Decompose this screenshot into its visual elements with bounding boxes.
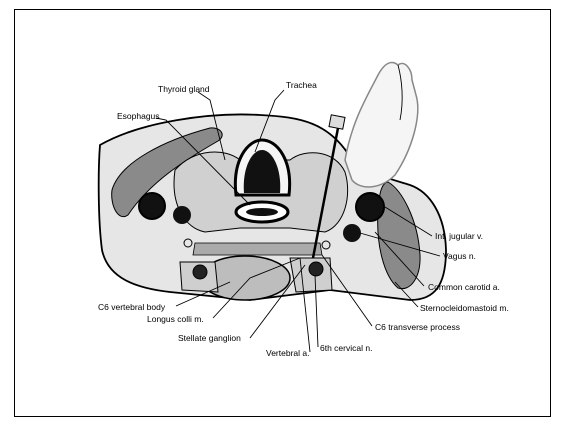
label-vagus: Vagus n. xyxy=(443,251,476,261)
label-thyroid-gland: Thyroid gland xyxy=(158,84,210,94)
label-trachea: Trachea xyxy=(286,80,317,90)
label-vertebral-artery: Vertebral a. xyxy=(266,348,309,358)
right-jugular-vein xyxy=(356,193,384,221)
left-vertebral-artery xyxy=(193,265,207,279)
left-carotid-artery xyxy=(173,206,191,224)
prevertebral-fascia xyxy=(193,243,322,255)
label-stellate-ganglion: Stellate ganglion xyxy=(178,333,241,343)
label-int-jugular: Int. jugular v. xyxy=(435,231,483,241)
label-common-carotid: Common carotid a. xyxy=(428,282,500,292)
label-longus-colli: Longus colli m. xyxy=(147,314,204,324)
label-esophagus: Esophagus xyxy=(117,111,160,121)
left-jugular-vein xyxy=(139,193,165,219)
label-sternocleidomastoid: Sternocleidomastoid m. xyxy=(420,303,509,313)
label-c6-transverse-process: C6 transverse process xyxy=(375,322,460,332)
label-6th-cervical-nerve: 6th cervical n. xyxy=(320,343,372,353)
right-transverse-process xyxy=(290,258,332,292)
right-vertebral-artery xyxy=(309,262,323,276)
palpating-finger xyxy=(345,62,418,186)
needle-hub xyxy=(329,115,345,129)
label-c6-vertebral-body: C6 vertebral body xyxy=(98,302,166,312)
right-carotid-artery xyxy=(343,224,361,242)
esophagus-lumen xyxy=(246,208,278,216)
